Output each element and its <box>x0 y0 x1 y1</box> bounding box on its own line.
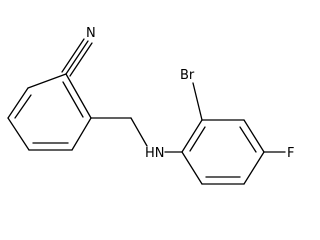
methylene-amine-linker <box>90 117 183 153</box>
nitrogen-label: N <box>86 26 96 41</box>
ring1-bond <box>65 73 92 119</box>
ring1-bond <box>71 117 92 151</box>
ring1-double-bond <box>14 94 32 119</box>
molecule-diagram: N Br HN F <box>7 26 294 185</box>
benzonitrile-ring <box>7 73 92 151</box>
triple-bond-line-center <box>65 40 89 75</box>
ring1-double-bond <box>62 81 84 118</box>
ring2-bond <box>243 119 265 153</box>
structure-canvas: N Br HN F <box>7 26 294 185</box>
nitrile-triple-bond <box>61 38 93 77</box>
ring2-bond <box>181 151 203 185</box>
ring2-double-bond <box>189 126 206 152</box>
triple-bond-line-right <box>69 42 93 77</box>
bromofluorophenyl-ring <box>181 119 265 185</box>
ring2-bond <box>181 119 203 153</box>
fluorine-label: F <box>287 146 294 161</box>
ch2-nh-bond <box>130 117 148 147</box>
ring1-bond <box>7 87 29 119</box>
ring2-bond <box>243 151 265 185</box>
c-br-bond <box>192 82 203 121</box>
ring1-bond <box>27 73 67 89</box>
ring2-double-bond <box>239 126 257 153</box>
triple-bond-line-left <box>61 38 85 73</box>
bromine-label: Br <box>180 68 195 83</box>
ring1-bond <box>7 117 30 151</box>
amine-label: HN <box>145 146 165 161</box>
